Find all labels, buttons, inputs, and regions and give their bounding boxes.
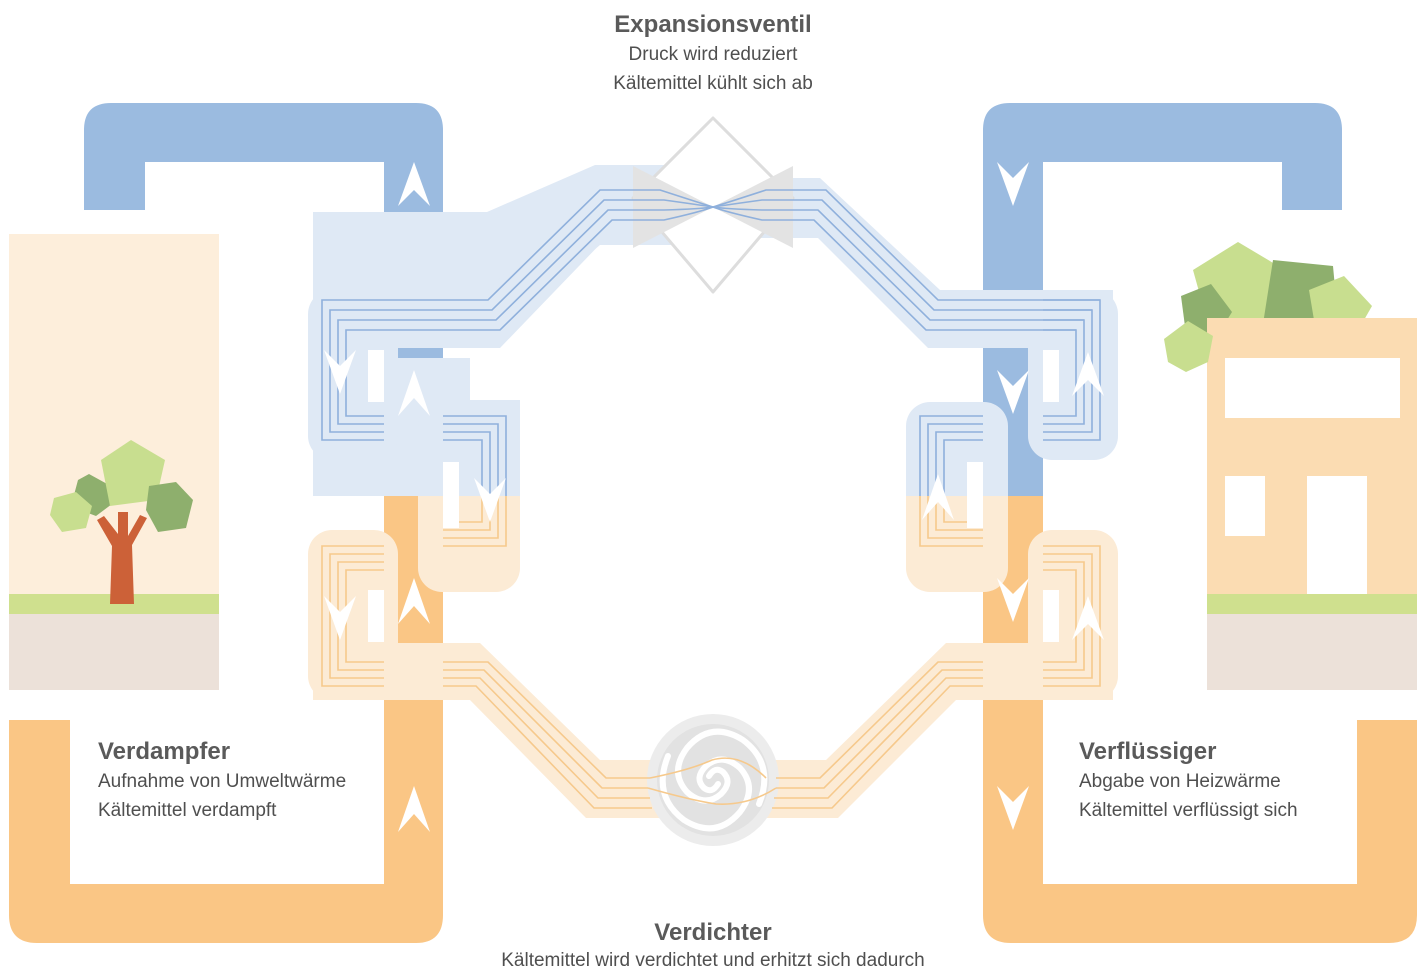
- heat-exchanger-slots: [368, 350, 1059, 642]
- evaporator-title: Verdampfer: [98, 738, 231, 765]
- compressor-label: Verdichter Kältemittel wird verdichtet u…: [413, 918, 1013, 974]
- arrow-down-icon: [997, 162, 1029, 206]
- compressor-title: Verdichter: [654, 919, 772, 946]
- expansion-valve-line-2: Kältemittel kühlt sich ab: [613, 73, 813, 94]
- arrow-up-icon: [398, 162, 430, 206]
- arrow-up-icon: [922, 474, 954, 520]
- heating-supply-pipe: [983, 496, 1417, 943]
- heating-return-pipe: [983, 103, 1342, 496]
- arrow-down-icon: [474, 478, 506, 522]
- expansion-valve-title: Expansionsventil: [614, 11, 812, 38]
- compressor-line-1: Kältemittel wird verdichtet und erhitzt …: [501, 950, 925, 971]
- house-icon: [1207, 318, 1417, 594]
- arrow-down-icon: [997, 370, 1029, 414]
- compressor-spiral-icon: [647, 714, 779, 846]
- bush-front-icon: [1164, 321, 1213, 372]
- evaporator-line-2: Kältemittel verdampft: [98, 800, 277, 821]
- condenser-title: Verflüssiger: [1079, 738, 1217, 765]
- arrow-up-icon: [1072, 596, 1104, 640]
- tree-icon: [50, 440, 193, 604]
- condenser-label: Verflüssiger Abgabe von Heizwärme Kältem…: [1079, 737, 1409, 825]
- house-panel: [1164, 242, 1417, 690]
- evaporator-line-1: Aufnahme von Umweltwärme: [98, 771, 347, 792]
- condenser-line-2: Kältemittel verflüssigt sich: [1079, 800, 1298, 821]
- arrow-down-icon: [324, 350, 356, 394]
- arrow-up-icon: [398, 786, 430, 832]
- expansion-valve-line-1: Druck wird reduziert: [628, 44, 798, 65]
- arrow-down-icon: [324, 596, 356, 640]
- arrow-up-icon: [398, 370, 430, 416]
- flow-arrows: [324, 162, 1104, 832]
- environment-panel: [9, 234, 219, 690]
- expansion-valve-label: Expansionsventil Druck wird reduziert Kä…: [513, 10, 913, 98]
- arrow-up-icon: [1072, 352, 1104, 396]
- outer-heating-circuit: [983, 103, 1417, 943]
- condenser-line-1: Abgabe von Heizwärme: [1079, 771, 1281, 792]
- arrow-down-icon: [997, 786, 1029, 830]
- arrow-down-icon: [997, 578, 1029, 622]
- evaporator-label: Verdampfer Aufnahme von Umweltwärme Kält…: [98, 737, 398, 825]
- expansion-valve-icon: [631, 116, 795, 294]
- refrigerant-lines-warm: [321, 496, 1101, 809]
- arrow-up-icon: [398, 578, 430, 624]
- source-supply-pipe: [9, 496, 443, 943]
